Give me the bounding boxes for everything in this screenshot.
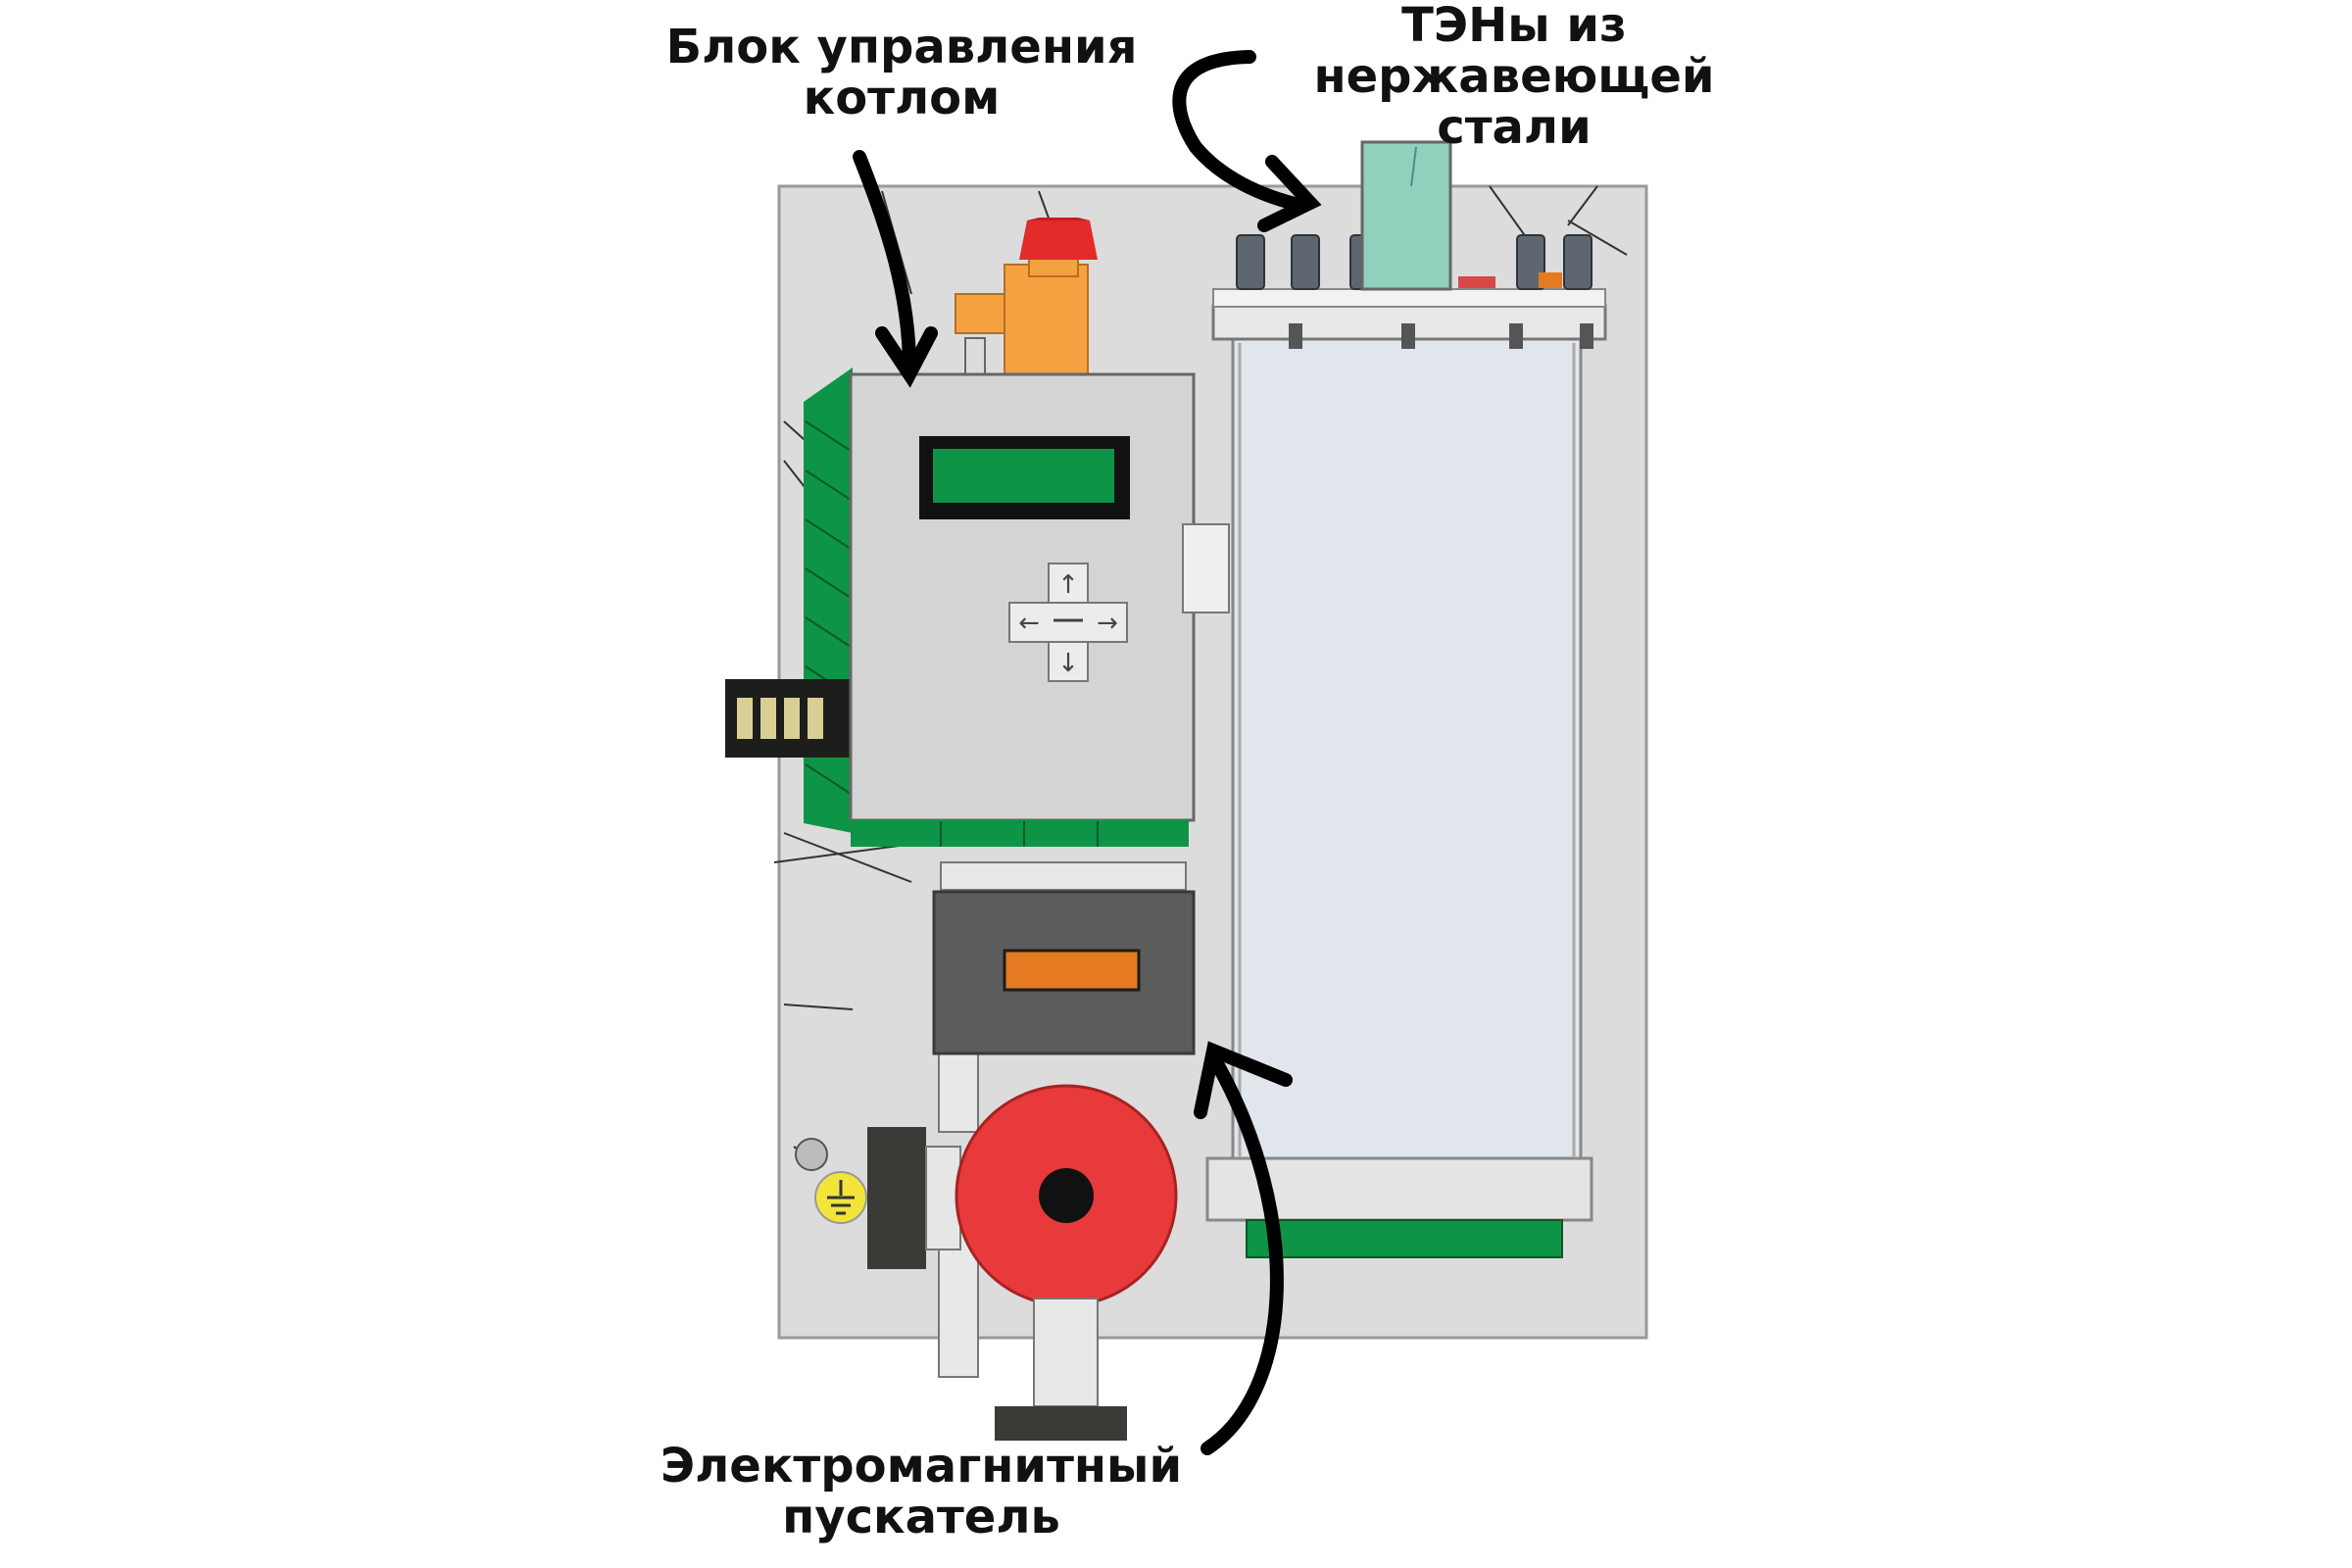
label-heaters-line2: нержавеющей [1313, 49, 1715, 104]
ground-terminal [795, 1138, 828, 1171]
label-control-unit-line1: Блок управления [665, 20, 1138, 74]
label-control-unit: Блок управления котлом [608, 22, 1196, 123]
arrow-heaters [1172, 50, 1310, 213]
label-contactor-line1: Электромагнитный [660, 1439, 1183, 1494]
arrow-contactor [1200, 1054, 1284, 1455]
contactor [932, 890, 1196, 1055]
heater-tank [1205, 288, 1607, 1258]
sensor-tube [1360, 140, 1452, 291]
circulation-pump [867, 1084, 1178, 1441]
label-heaters-line1: ТЭНы из [1401, 0, 1627, 53]
control-unit: ↑ ↓ ← → [849, 372, 1230, 847]
safety-valve [955, 218, 1098, 378]
label-heaters: ТЭНы из нержавеющей стали [1230, 0, 1798, 153]
label-contactor-line2: пускатель [782, 1490, 1060, 1544]
side-connector [1182, 523, 1230, 613]
arrows [853, 50, 1322, 1455]
arrow-up-icon: ↑ [1057, 570, 1079, 600]
label-contactor: Электромагнитный пускатель [588, 1441, 1254, 1543]
terminal-block [725, 679, 853, 758]
label-heaters-line3: стали [1437, 100, 1592, 155]
arrow-left-icon: ← [1018, 609, 1040, 638]
arrow-right-icon: → [1097, 609, 1118, 638]
keypad [1008, 563, 1128, 682]
label-control-unit-line2: котлом [803, 71, 1001, 125]
heat-sink [804, 368, 853, 833]
arrow-control-unit [853, 150, 916, 374]
arrow-down-icon: ↓ [1057, 649, 1079, 678]
ground-symbol-icon [814, 1171, 867, 1224]
flange-bolts [1289, 323, 1593, 349]
